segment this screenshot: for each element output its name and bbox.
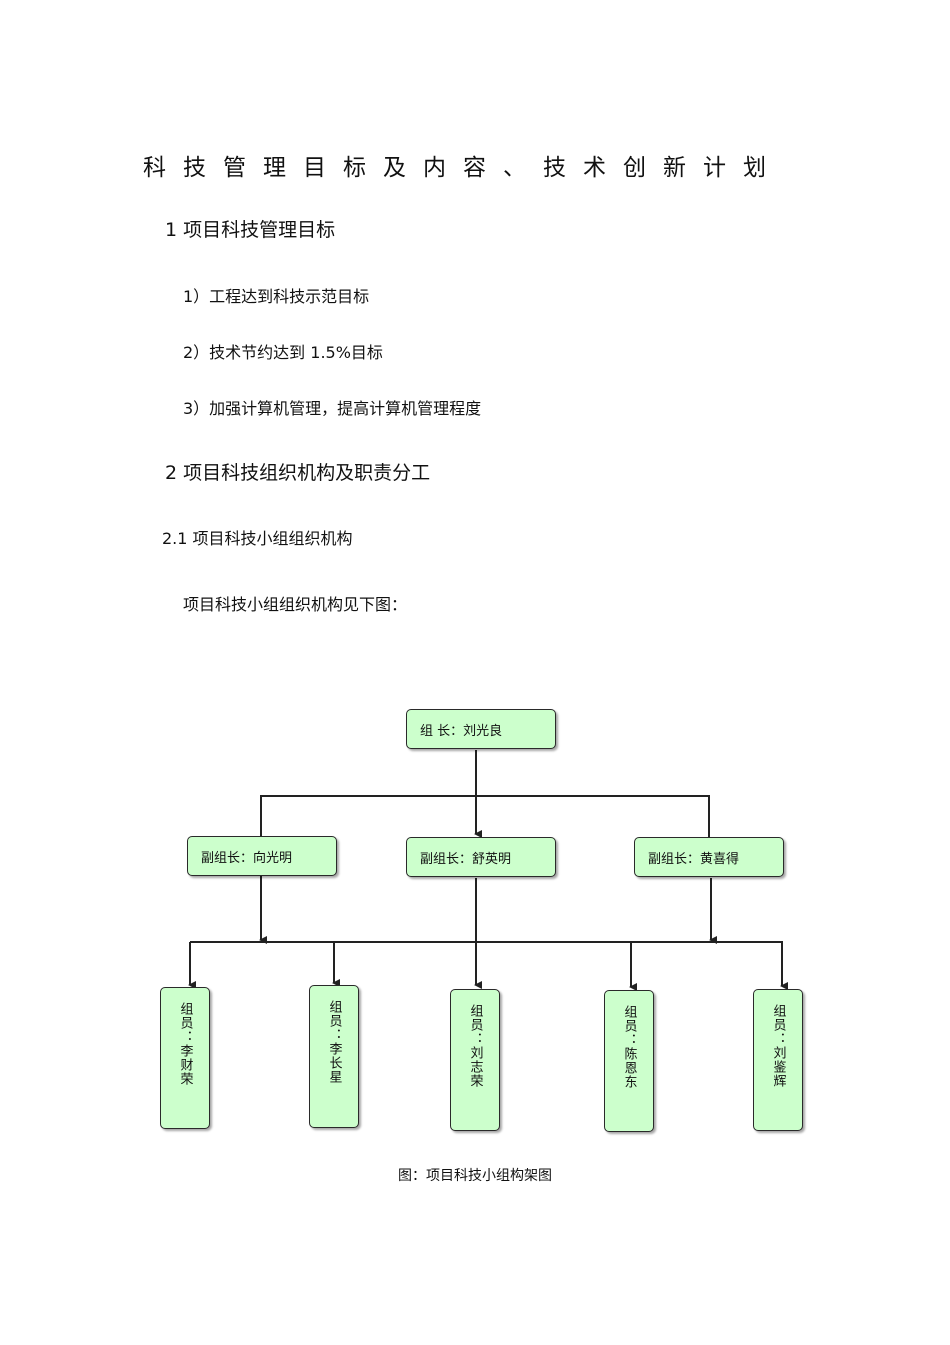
section-2-heading: 2 项目科技组织机构及职责分工 xyxy=(165,462,431,484)
deputy-label: 副组长：向光明 xyxy=(201,850,293,866)
member-label: 组员：刘鉴辉 xyxy=(770,1004,786,1088)
deputy-bus-line xyxy=(260,795,710,837)
member-node-5: 组员：刘鉴辉 xyxy=(753,989,803,1131)
goal-item-3: 3）加强计算机管理，提高计算机管理程度 xyxy=(183,399,482,418)
deputy-label: 副组长：舒英明 xyxy=(420,851,512,867)
subsection-2-1-heading: 2.1 项目科技小组组织机构 xyxy=(162,529,353,548)
goal-item-2: 2）技术节约达到 1.5%目标 xyxy=(183,343,383,362)
figure-caption: 图：项目科技小组构架图 xyxy=(398,1168,552,1184)
member-node-1: 组员：李财荣 xyxy=(160,987,210,1129)
member-node-3: 组员：刘志荣 xyxy=(450,989,500,1131)
member-label: 组员：刘志荣 xyxy=(467,1004,483,1088)
member-label: 组员：陈恩东 xyxy=(621,1005,637,1089)
member-label: 组员：李财荣 xyxy=(177,1002,193,1086)
member-node-4: 组员：陈恩东 xyxy=(604,990,654,1132)
member-label: 组员：李长星 xyxy=(326,1000,342,1084)
org-chart-intro: 项目科技小组组织机构见下图： xyxy=(183,595,408,614)
deputy-label: 副组长：黄喜得 xyxy=(648,851,740,867)
goal-item-1: 1）工程达到科技示范目标 xyxy=(183,287,370,306)
deputy-node-1: 副组长：向光明 xyxy=(187,836,337,876)
leader-label: 组 长：刘光良 xyxy=(420,723,503,739)
deputy-node-3: 副组长：黄喜得 xyxy=(634,837,784,877)
member-node-2: 组员：李长星 xyxy=(309,985,359,1128)
section-1-heading: 1 项目科技管理目标 xyxy=(165,219,336,241)
leader-node: 组 长：刘光良 xyxy=(406,709,556,749)
deputy-node-2: 副组长：舒英明 xyxy=(406,837,556,877)
document-title: 科技管理目标及内容、技术创新计划 xyxy=(143,155,783,181)
